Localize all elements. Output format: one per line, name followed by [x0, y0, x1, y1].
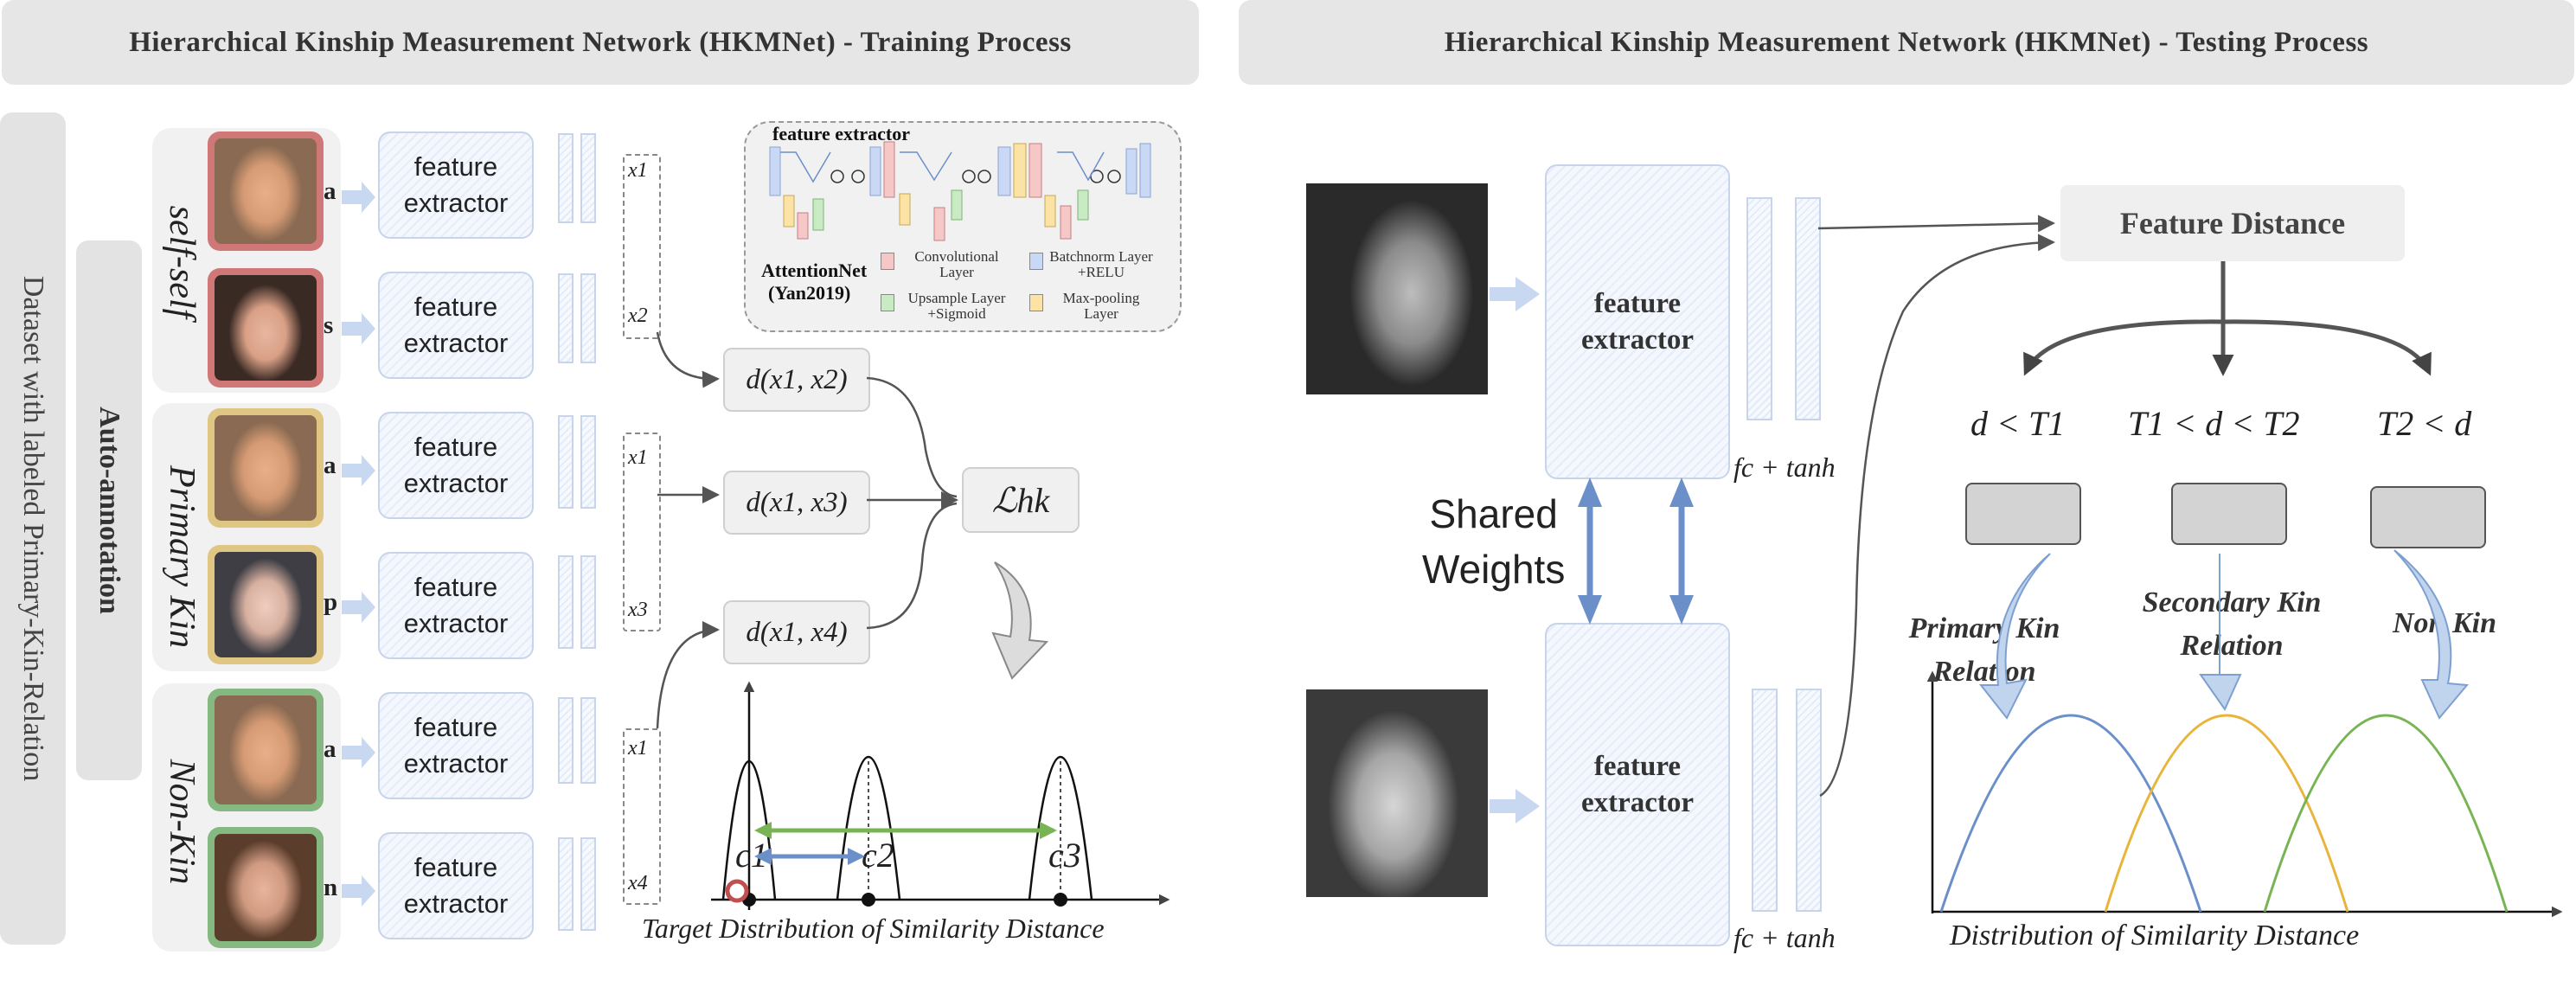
fc-bar [580, 555, 596, 649]
relation-label-secondary: Secondary Kin Relation [2142, 586, 2322, 662]
test-fc-bar [1795, 197, 1821, 420]
legend-swatch-conv [881, 253, 894, 270]
fc-bar [580, 837, 596, 931]
embedding-pair-3 [623, 728, 661, 905]
auto-annotation-panel: Auto-annotation [76, 240, 142, 780]
center-label-c3: c3 [1048, 836, 1081, 875]
vector-label: x1 [628, 159, 648, 182]
training-feature-extractor: feature extractor [378, 272, 534, 379]
legend-swatch-maxpool [1029, 294, 1043, 311]
embedding-pair-1 [623, 154, 661, 339]
face-photo-n [208, 827, 324, 948]
fc-tanh-label-bottom: fc + tanh [1733, 922, 1836, 953]
vector-label: x1 [628, 446, 648, 469]
letter-a-2: a [324, 452, 336, 479]
letter-a-3: a [324, 735, 336, 763]
inset-network-sketch [769, 141, 1151, 241]
training-feature-extractor: feature extractor [378, 692, 534, 799]
face-photo-a2 [208, 408, 324, 528]
embedding-pair-2 [623, 433, 661, 631]
face-photo-a3 [208, 689, 324, 811]
fc-bar [580, 273, 596, 363]
input-arrows [342, 182, 375, 907]
training-feature-extractor: feature extractor [378, 552, 534, 659]
fc-bar [580, 697, 596, 784]
legend-label-batchnorm: Batchnorm Layer +RELU [1049, 248, 1153, 280]
legend-swatch-upsample [881, 294, 894, 311]
testing-axis-label: Distribution of Similarity Distance [1950, 920, 2360, 952]
inset-net-name: AttentionNet [761, 260, 868, 281]
inset-title: feature extractor [772, 123, 910, 144]
fc-bar [580, 133, 596, 223]
testing-distribution-chart [1926, 670, 2563, 918]
inset-net-ref: (Yan2019) [768, 282, 851, 304]
test-fc-bar [1796, 689, 1822, 912]
test-fc-bar [1752, 689, 1778, 912]
testing-title: Hierarchical Kinship Measurement Network… [1239, 0, 2574, 85]
face-photo-a1 [208, 131, 324, 251]
test-photo-top [1306, 183, 1488, 394]
legend-label-upsample: Upsample Layer +Sigmoid [907, 290, 1006, 322]
letter-n: n [324, 874, 338, 901]
threshold-label-2: T1 < d < T2 [2128, 404, 2300, 443]
vector-label: x4 [628, 872, 648, 894]
relation-box-secondary [2171, 483, 2287, 545]
training-feature-extractor: feature extractor [378, 832, 534, 939]
training-feature-extractor: feature extractor [378, 412, 534, 519]
vector-label: x3 [628, 599, 648, 621]
legend-swatch-batchnorm [1029, 253, 1043, 270]
distance-box-x1-x2: d(x1, x2) [723, 348, 870, 412]
fc-bar [558, 697, 574, 784]
face-photo-s [208, 268, 324, 388]
relation-box-nonkin [2370, 486, 2486, 548]
fc-bar [558, 837, 574, 931]
loss-box: ℒhk [962, 467, 1080, 533]
test-feature-extractor-bottom: feature extractor [1545, 623, 1730, 946]
threshold-label-3: T2 < d [2377, 404, 2472, 443]
fc-bar [558, 273, 574, 363]
letter-s: s [324, 311, 334, 339]
feature-distance-box: Feature Distance [2060, 185, 2405, 261]
fc-bar [558, 415, 574, 509]
fc-bar [558, 555, 574, 649]
fc-bar [558, 133, 574, 223]
legend-label-conv: Convolutional Layer [914, 248, 999, 280]
test-feature-extractor-top: feature extractor [1545, 164, 1730, 479]
distance-box-x1-x3: d(x1, x3) [723, 471, 870, 535]
threshold-label-1: d < T1 [1970, 404, 2066, 443]
relation-box-primary [1965, 483, 2081, 545]
fc-bar [580, 415, 596, 509]
center-label-c2: c2 [862, 836, 894, 875]
training-title: Hierarchical Kinship Measurement Network… [2, 0, 1199, 85]
face-photo-p [208, 545, 324, 664]
training-feature-extractor: feature extractor [378, 131, 534, 239]
test-fc-bar [1746, 197, 1772, 420]
relation-label-primary: Primary Kin Relation [1908, 612, 2060, 688]
vector-label: x1 [628, 737, 648, 759]
training-axis-label: Target Distribution of Similarity Distan… [642, 913, 1105, 944]
letter-a-1: a [324, 177, 336, 205]
fc-tanh-label-top: fc + tanh [1733, 452, 1836, 483]
shared-weights-label: Shared Weights [1422, 491, 1566, 592]
training-distribution-chart [711, 681, 1170, 910]
distance-box-x1-x4: d(x1, x4) [723, 600, 870, 664]
vector-label: x2 [628, 304, 648, 327]
legend-label-maxpool: Max-pooling Layer [1062, 290, 1140, 322]
test-photo-bottom [1306, 689, 1488, 897]
dataset-panel: Dataset with labeled Primary-Kin-Relatio… [0, 112, 66, 945]
letter-p: p [324, 588, 338, 616]
